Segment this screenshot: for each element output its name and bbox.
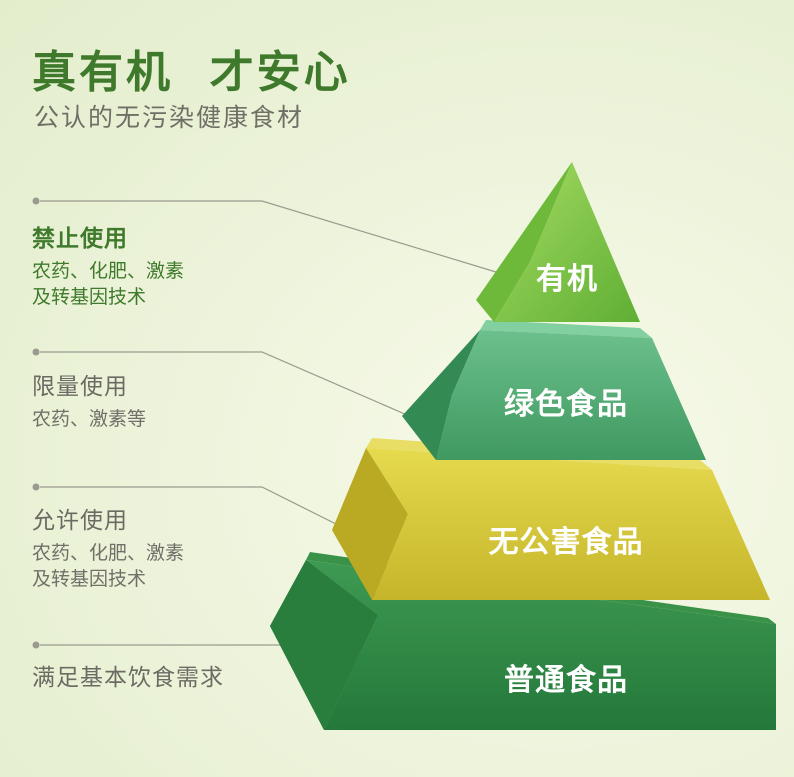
callout-organic: 禁止使用 农药、化肥、激素 及转基因技术 [32,226,184,311]
callout-ordinary: 满足基本饮食需求 [32,665,224,693]
connector-line-pollution-free [40,486,363,538]
level-label-pollution-free: 无公害食品 [489,525,644,560]
bullet-dot [32,641,40,649]
connector-lines [32,197,497,649]
page-subtitle: 公认的无污染健康食材 [34,103,305,132]
callout-title: 禁止使用 [32,226,128,252]
connector-line-green [40,351,415,419]
page-title: 真有机 才安心 [32,47,351,98]
callout-title: 满足基本饮食需求 [32,665,224,691]
tier-organic [476,162,640,322]
callout-detail: 农药、化肥、激素 [32,541,185,564]
connector-line-organic [40,200,497,273]
bullet-dot [32,348,40,356]
callout-detail: 及转基因技术 [32,568,147,591]
level-label-organic: 有机 [536,262,598,297]
tier-pollution-free [332,438,770,600]
callout-green: 限量使用 农药、激素等 [32,374,146,432]
callout-detail: 农药、化肥、激素 [32,259,185,282]
level-label-green: 绿色食品 [504,387,628,422]
level-label-ordinary: 普通食品 [504,663,628,698]
callout-detail: 及转基因技术 [32,286,147,309]
callout-detail: 农药、激素等 [32,407,147,430]
callout-title: 允许使用 [32,508,128,534]
callout-pollution-free: 允许使用 农药、化肥、激素 及转基因技术 [32,508,184,593]
bullet-dot [32,483,40,491]
bullet-dot [32,197,40,205]
callout-title: 限量使用 [32,374,128,400]
tier-green [402,320,706,460]
